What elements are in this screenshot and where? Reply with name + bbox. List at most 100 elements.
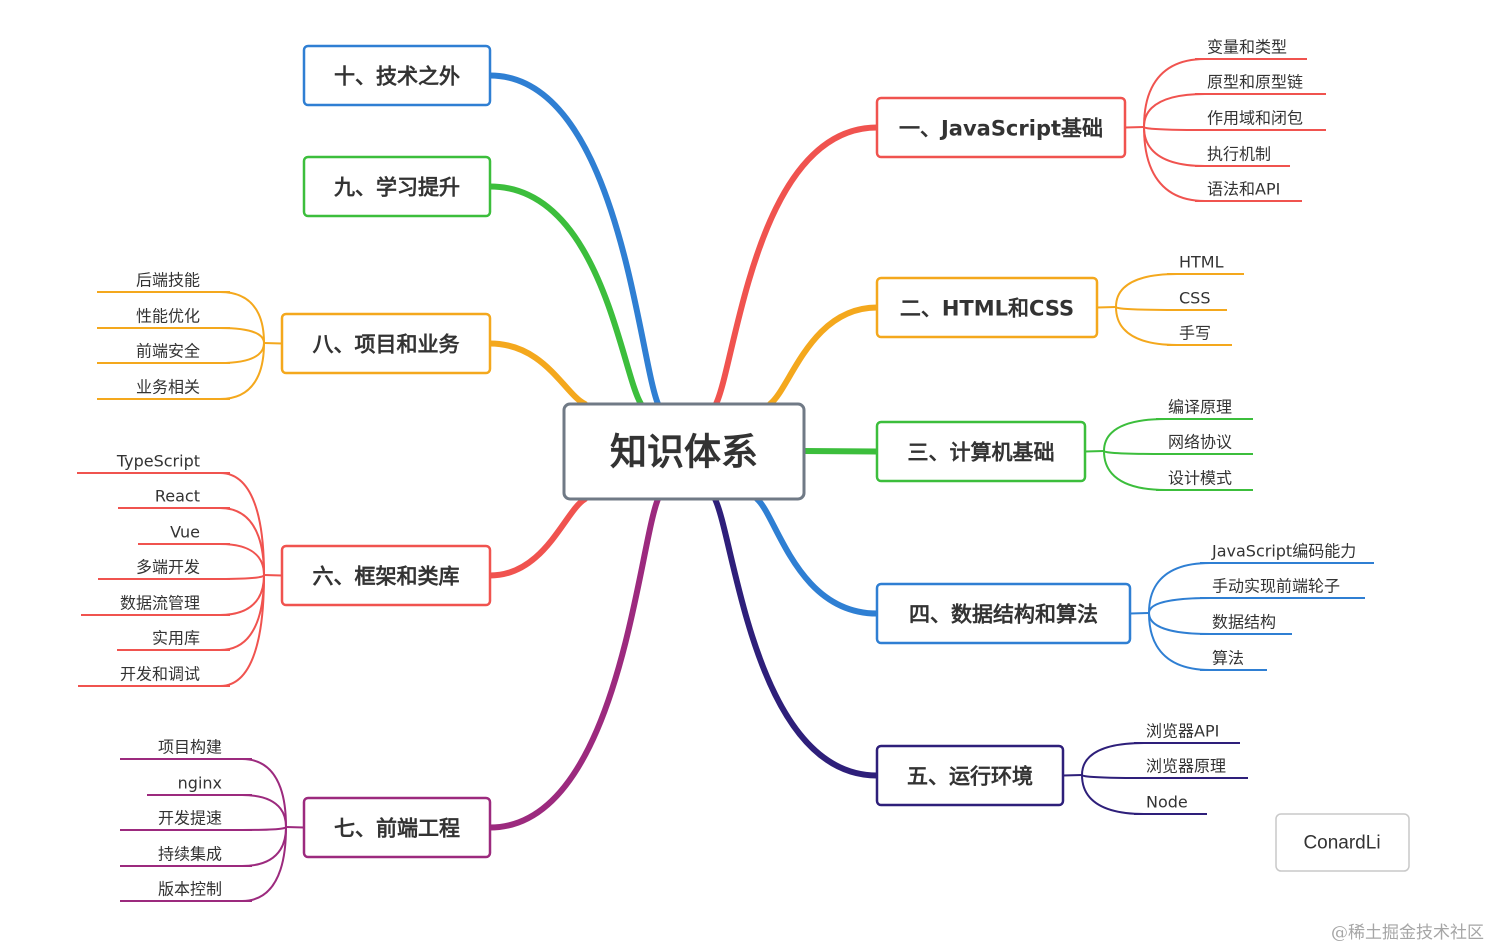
branch-connector (487, 496, 661, 831)
leaf-connector (219, 342, 265, 400)
branch-node-box (875, 276, 1099, 339)
leaf-connector (1148, 597, 1211, 614)
leaf-stub (263, 342, 283, 345)
leaf-node-label[interactable]: 开发和调试 (120, 665, 200, 684)
branch-connector (767, 304, 880, 407)
leaf-stub (1084, 450, 1105, 453)
leaf-node-label[interactable]: 实用库 (152, 629, 200, 648)
leaf-node-label[interactable]: 网络协议 (1168, 433, 1232, 452)
leaf-connector (1115, 273, 1178, 308)
leaf-stub (1129, 612, 1150, 615)
leaf-connector (219, 342, 265, 364)
leaf-node-label[interactable]: 持续集成 (158, 845, 222, 864)
branch-node-box (302, 155, 492, 218)
leaf-node-label[interactable]: nginx (178, 774, 222, 793)
leaf-connector (241, 758, 287, 828)
branch-node[interactable]: 三、计算机基础 (875, 420, 1087, 483)
leaf-connector (1081, 742, 1145, 776)
branch-node[interactable]: 七、前端工程 (302, 796, 492, 859)
leaf-node-label[interactable]: HTML (1179, 253, 1224, 272)
branch-node[interactable]: 九、学习提升 (302, 155, 492, 218)
node-layer: 一、JavaScript基础 变量和类型原型和原型链作用域和闭包执行机制语法和AP… (116, 38, 1356, 899)
leaf-node-label[interactable]: 开发提速 (158, 809, 222, 828)
leaf-connector (1103, 418, 1167, 452)
leaf-connector (219, 327, 265, 344)
leaf-node-label[interactable]: 性能优化 (136, 307, 200, 326)
leaf-node-label[interactable]: TypeScript (116, 452, 200, 471)
leaf-stub (263, 574, 283, 577)
branch-node-box (280, 544, 492, 607)
leaf-connector (219, 543, 265, 576)
branch-connector (487, 496, 588, 579)
leaf-connector (1143, 93, 1206, 128)
leaf-node-label[interactable]: 数据结构 (1212, 613, 1276, 632)
leaf-node-label[interactable]: 语法和API (1207, 180, 1280, 199)
watermark: @稀土掘金技术社区 (1331, 923, 1484, 943)
branch-node-label: 九、学习提升 (333, 176, 460, 200)
leaf-node-label[interactable]: 执行机制 (1207, 145, 1271, 164)
branch-node[interactable]: 八、项目和业务 (280, 312, 492, 375)
leaf-node-label[interactable]: 作用域和闭包 (1207, 109, 1303, 128)
branch-node-box (875, 582, 1132, 645)
leaf-connector (241, 826, 287, 867)
leaf-node-label[interactable]: 后端技能 (136, 271, 200, 290)
leaf-node-label[interactable]: 手写 (1179, 324, 1211, 343)
leaf-connector (219, 291, 265, 344)
leaf-node-label[interactable]: Vue (170, 523, 200, 542)
leaf-node-label[interactable]: 编译原理 (1168, 398, 1232, 417)
leaf-node-label[interactable]: 算法 (1212, 649, 1244, 668)
leaf-node-label[interactable]: JavaScript编码能力 (1211, 542, 1356, 561)
leaf-node-label[interactable]: 数据流管理 (120, 594, 200, 613)
leaf-connector (1143, 126, 1206, 167)
center-node-box (562, 402, 806, 501)
branch-connector (487, 72, 661, 407)
leaf-node-label[interactable]: 版本控制 (158, 880, 222, 899)
leaf-node-label[interactable]: CSS (1179, 289, 1210, 308)
author-card-box (1275, 813, 1410, 872)
branch-node[interactable]: 十、技术之外 (302, 44, 492, 107)
branch-node[interactable]: 二、HTML和CSS (875, 276, 1099, 339)
branch-node-label: 五、运行环境 (907, 765, 1033, 789)
leaf-node-label[interactable]: 前端安全 (136, 342, 200, 361)
branch-node[interactable]: 六、框架和类库 (280, 544, 492, 607)
leaf-node-label[interactable]: 浏览器原理 (1146, 757, 1226, 776)
leaf-stub (285, 826, 305, 829)
branch-connector (487, 183, 644, 407)
leaf-stub (1062, 774, 1083, 777)
branch-node-label: 三、计算机基础 (908, 441, 1055, 465)
leaf-node-label[interactable]: React (155, 487, 200, 506)
branch-node-label: 六、框架和类库 (313, 565, 460, 589)
leaf-node-label[interactable]: 多端开发 (136, 558, 200, 577)
leaf-connector (1148, 612, 1211, 671)
leaf-connector (219, 507, 265, 576)
leaf-node-label[interactable]: 变量和类型 (1207, 38, 1287, 57)
leaf-node-label[interactable]: 业务相关 (136, 378, 200, 397)
branch-node-label: 四、数据结构和算法 (909, 603, 1098, 627)
leaf-connector (1115, 306, 1178, 346)
leaf-connector (219, 472, 265, 576)
leaf-node-label[interactable]: 原型和原型链 (1207, 73, 1303, 92)
center-node-label: 知识体系 (610, 431, 758, 474)
leaf-node-label[interactable]: 设计模式 (1168, 469, 1232, 488)
leaf-node-label[interactable]: 项目构建 (158, 738, 222, 757)
leaf-node-label[interactable]: Node (1146, 793, 1188, 812)
branch-connector (712, 496, 880, 779)
branch-node-box (875, 420, 1087, 483)
branch-connector (713, 124, 880, 407)
branch-connector (754, 496, 880, 617)
branch-node-box (302, 796, 492, 859)
branch-node-box (302, 44, 492, 107)
branch-node[interactable]: 一、JavaScript基础 (875, 96, 1127, 159)
branch-node-box (875, 96, 1127, 159)
leaf-node-label[interactable]: 浏览器API (1146, 722, 1219, 741)
leaf-node-label[interactable]: 手动实现前端轮子 (1212, 577, 1340, 596)
author-card[interactable]: ConardLi (1275, 813, 1410, 872)
center-node[interactable]: 知识体系 (562, 402, 806, 501)
leaf-stub (1124, 126, 1145, 129)
branch-node[interactable]: 四、数据结构和算法 (875, 582, 1132, 645)
author-label: ConardLi (1303, 833, 1380, 854)
leaf-connector (1103, 450, 1167, 491)
branch-node-box (875, 744, 1065, 807)
branch-node[interactable]: 五、运行环境 (875, 744, 1065, 807)
